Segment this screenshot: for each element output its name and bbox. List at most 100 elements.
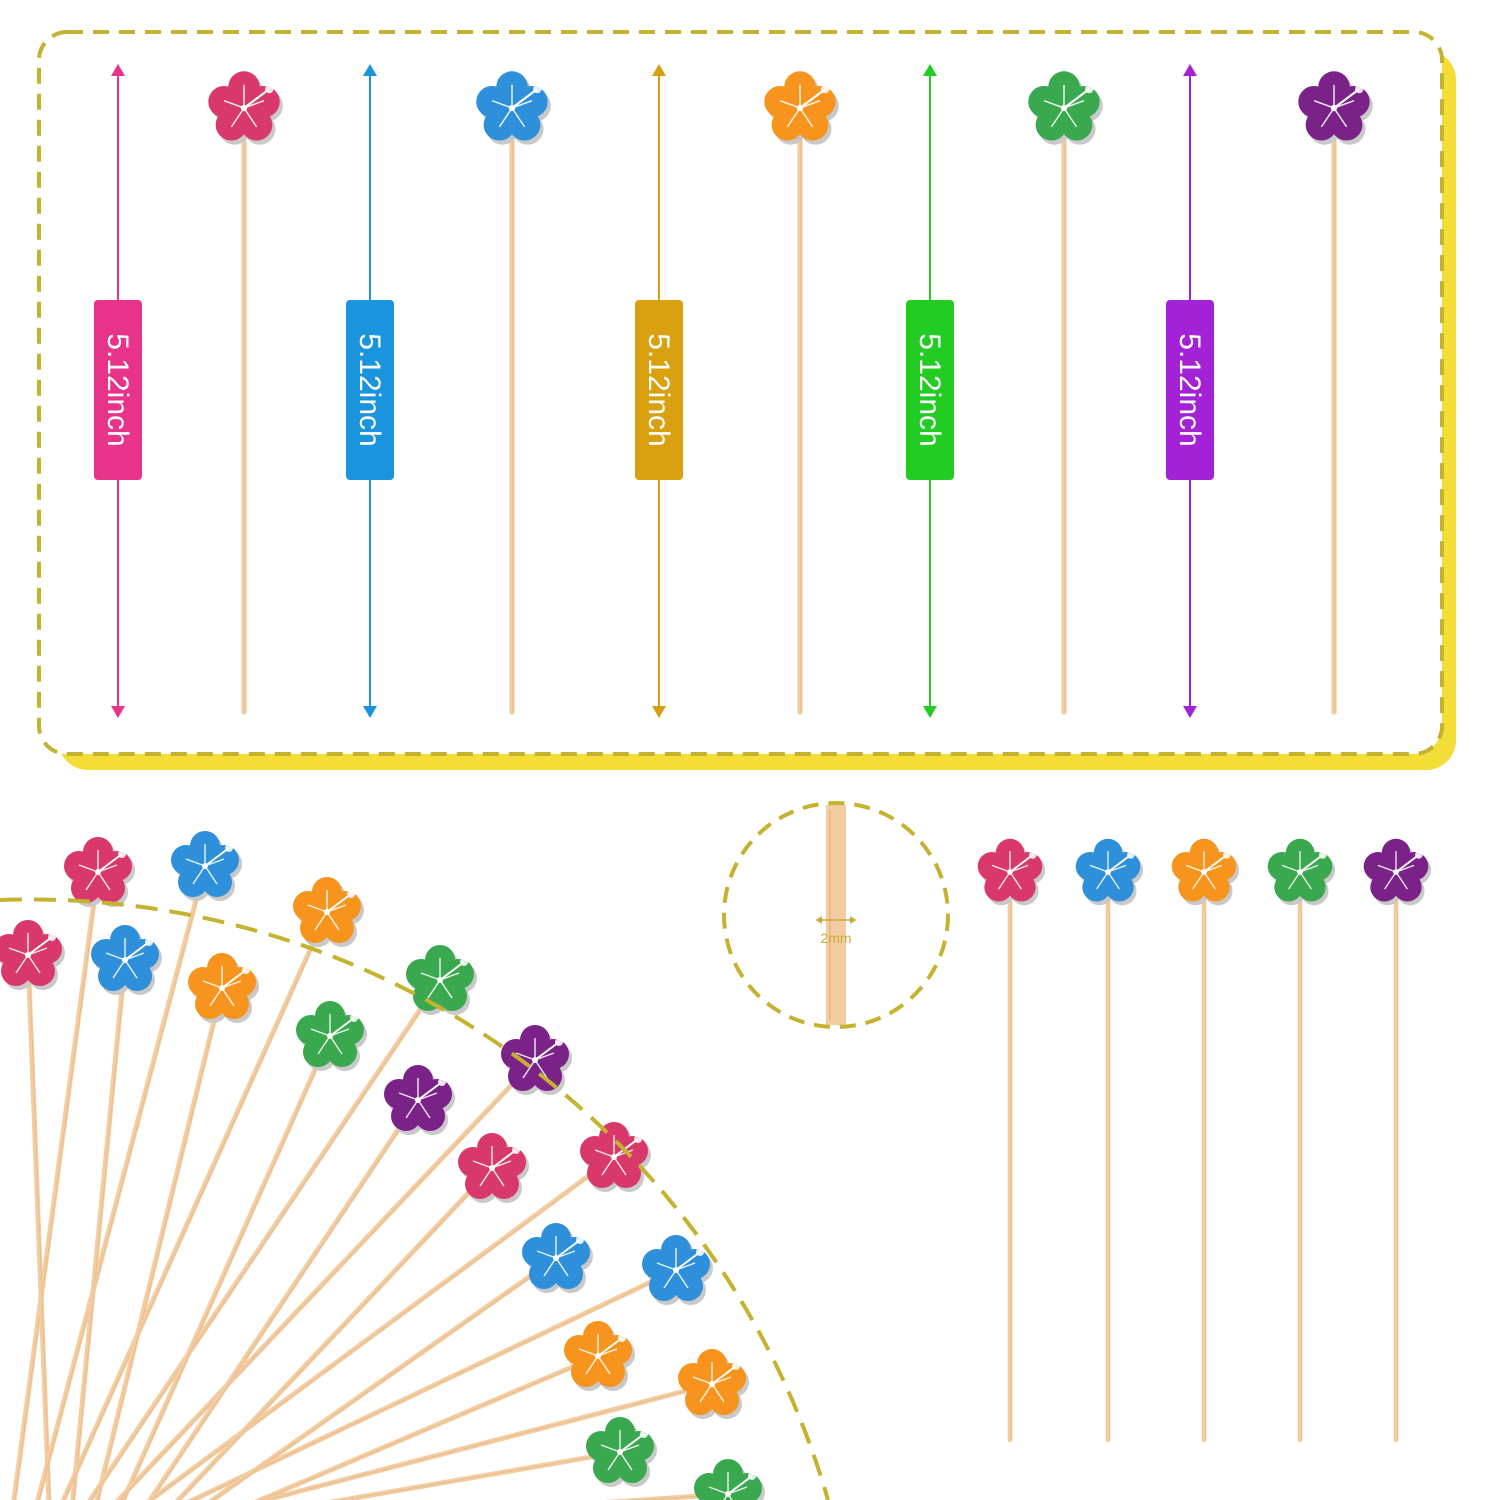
dimension-badge (94, 300, 142, 480)
fanned-cocktail-pick (174, 1132, 530, 1500)
cocktail-pick (763, 70, 840, 715)
dimension-badge (906, 300, 954, 480)
stick-grain (178, 1167, 494, 1500)
stick (208, 1255, 559, 1500)
arrowhead-down-icon (1183, 706, 1197, 718)
fanned-cocktail-pick (146, 1121, 652, 1500)
stick (328, 1449, 623, 1500)
stick-grain (14, 871, 100, 1500)
stick (146, 1154, 617, 1500)
hibiscus-flower-icon (1074, 837, 1145, 907)
fanned-cocktail-pick (255, 1348, 750, 1500)
fanned-cocktail-pick (60, 876, 365, 1500)
stick-grain (90, 979, 442, 1500)
cocktail-pick (1027, 70, 1104, 715)
dimension-badge (1166, 300, 1214, 480)
stick-grain (260, 1355, 600, 1500)
hibiscus-flower-icon (500, 1024, 573, 1096)
arrowhead-up-icon (652, 64, 666, 76)
stick-grain (150, 1099, 420, 1500)
hibiscus-flower-icon (579, 1121, 652, 1193)
fanned-cocktail-pick (187, 1234, 714, 1500)
diameter-detail: 2mm (722, 801, 950, 1029)
fanned-cocktail-pick (94, 952, 260, 1500)
stick-grain (28, 954, 51, 1500)
cocktail-pick (475, 70, 552, 715)
hibiscus-flower-icon (976, 837, 1047, 907)
hibiscus-flower-icon (693, 1458, 766, 1500)
dimension-marker: 5.12inch (1166, 64, 1214, 718)
stick (35, 863, 208, 1500)
dimension-label: 5.12inch (642, 333, 675, 446)
magnifier-circle (722, 801, 950, 1029)
stick (94, 985, 225, 1500)
hibiscus-flower-icon (405, 944, 478, 1016)
stick-grain (150, 1156, 616, 1500)
fanned-cocktail-pick (35, 830, 243, 1500)
stick-grain (63, 911, 329, 1500)
hibiscus-flower-icon (383, 1064, 456, 1136)
stick-grain (192, 1269, 678, 1500)
hibiscus-flower-icon (292, 876, 365, 948)
arrowhead-up-icon (923, 64, 937, 76)
top-picks-row (207, 70, 1374, 715)
cocktail-pick (1074, 837, 1145, 1443)
fanned-cocktail-pick (253, 1320, 636, 1500)
dimension-badge (635, 300, 683, 480)
cocktail-pick (1170, 837, 1241, 1443)
stick (120, 1033, 333, 1500)
hibiscus-flower-icon (1266, 837, 1337, 907)
fanned-cocktail-pick (0, 919, 66, 1500)
fan-dashed-outline (0, 897, 830, 1500)
stick (60, 909, 330, 1500)
arrowhead-up-icon (111, 64, 125, 76)
hibiscus-flower-icon (521, 1222, 594, 1294)
arrowhead-up-icon (1183, 64, 1197, 76)
panel-background (37, 30, 1444, 756)
fanned-cocktail-pick (147, 1064, 456, 1500)
fanned-cocktail-pick (208, 1222, 594, 1500)
cocktail-pick (1297, 70, 1374, 715)
stick-grain (264, 1383, 714, 1500)
hibiscus-flower-icon (585, 1416, 658, 1488)
diameter-arrowhead-left (816, 916, 822, 924)
dimension-label: 5.12inch (1173, 333, 1206, 446)
dimension-label: 5.12inch (353, 333, 386, 446)
dimension-marker: 5.12inch (346, 64, 394, 718)
stick (70, 957, 128, 1500)
fanned-cocktail-pick (87, 944, 478, 1500)
stick (147, 1097, 421, 1500)
dimension-marker: 5.12inch (635, 64, 683, 718)
stick (87, 977, 443, 1500)
stick-grain (212, 1257, 558, 1500)
stick (25, 952, 52, 1500)
hibiscus-flower-icon (563, 1320, 636, 1392)
side-picks-row (976, 837, 1433, 1443)
stick (174, 1165, 495, 1500)
dimension-marker: 5.12inch (94, 64, 142, 718)
dimension-label: 5.12inch (101, 333, 134, 446)
cocktail-pick (976, 837, 1047, 1443)
cocktail-pick (1266, 837, 1337, 1443)
dimension-markers: 5.12inch 5.12inch 5.12inch 5.12inch 5.12inch (94, 64, 1214, 718)
fanned-cocktail-pick (11, 836, 136, 1500)
diameter-label: 2mm (820, 930, 851, 946)
hibiscus-flower-icon (187, 952, 260, 1024)
stick (11, 869, 101, 1500)
diameter-arrowhead-right (850, 916, 856, 924)
hibiscus-flower-icon (170, 830, 243, 902)
stick-grain (123, 1035, 332, 1500)
stick-grain (38, 865, 207, 1500)
fanned-picks (0, 830, 766, 1500)
fanned-cocktail-pick (120, 1000, 368, 1500)
arrowhead-down-icon (363, 706, 377, 718)
dimension-label: 5.12inch (913, 333, 946, 446)
fanned-cocktail-pick (114, 1024, 573, 1500)
hibiscus-flower-icon (457, 1132, 530, 1204)
arrowhead-down-icon (652, 706, 666, 718)
dimension-badge (346, 300, 394, 480)
stick (114, 1057, 538, 1500)
arrowhead-up-icon (363, 64, 377, 76)
hibiscus-flower-icon (0, 919, 66, 991)
